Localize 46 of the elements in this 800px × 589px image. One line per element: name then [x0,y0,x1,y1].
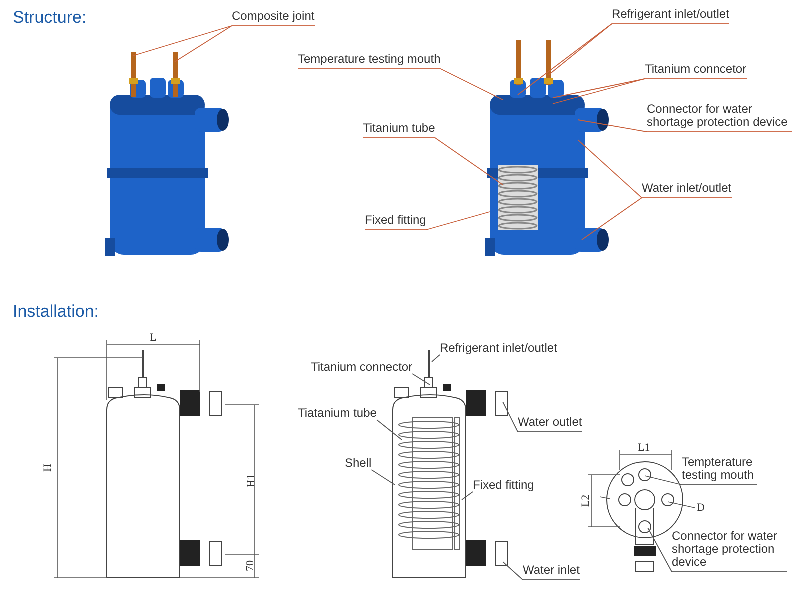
leader-line [376,420,402,440]
leader-line [548,24,612,76]
leader-line [440,68,504,100]
section-heading: Installation: [13,302,99,322]
callout-label: Titanium tube [363,122,436,138]
callout-label: Water inlet/outlet [642,182,732,198]
dimension-label: D [697,502,705,514]
leader-line [578,120,648,132]
leader-line [371,470,396,486]
callout-label: Connector for water shortage protection device [647,103,792,132]
leader-line [132,26,232,56]
dimension-label: 70 [244,560,256,572]
dimension-label: H [42,464,54,472]
callout-label: Refrigerant inlet/outlet [440,342,558,355]
heat-exchanger-picture [105,52,229,256]
leader-line [578,140,642,198]
callout-label: Water inlet [523,564,580,580]
leader-line [502,402,518,432]
leader-line [552,78,646,104]
callout-label: Temperature testing mouth [298,53,441,69]
leader-line [412,374,430,386]
leader-line [434,138,504,186]
leader-line [644,476,682,486]
dimension-label: L1 [638,442,650,454]
dimension-label: L [150,332,157,344]
leader-line [462,492,474,500]
callout-label: Titanium conncetor [645,63,747,79]
callout-label: Titanium connector [311,361,413,374]
callout-label: Water outlet [518,416,582,432]
callout-label: Tempterature testing mouth [682,456,757,485]
callout-label: Shell [345,457,372,470]
callout-label: Fixed fitting [365,214,426,230]
leader-line [174,26,232,62]
leader-line [552,78,646,98]
callout-label: Composite joint [232,10,315,26]
dimension-label: H1 [246,474,258,488]
callout-label: Tiatanium tube [298,407,377,420]
heat-exchanger-picture [485,40,609,256]
callout-label: Refrigerant inlet/outlet [612,8,730,24]
section-heading: Structure: [13,8,87,28]
leader-line [426,212,490,230]
leader-line [648,528,672,572]
callout-label: Fixed fitting [473,479,534,492]
leader-line [432,354,440,362]
dimension-label: L2 [580,494,592,508]
callout-label: Connector for water shortage protection device [672,530,787,572]
